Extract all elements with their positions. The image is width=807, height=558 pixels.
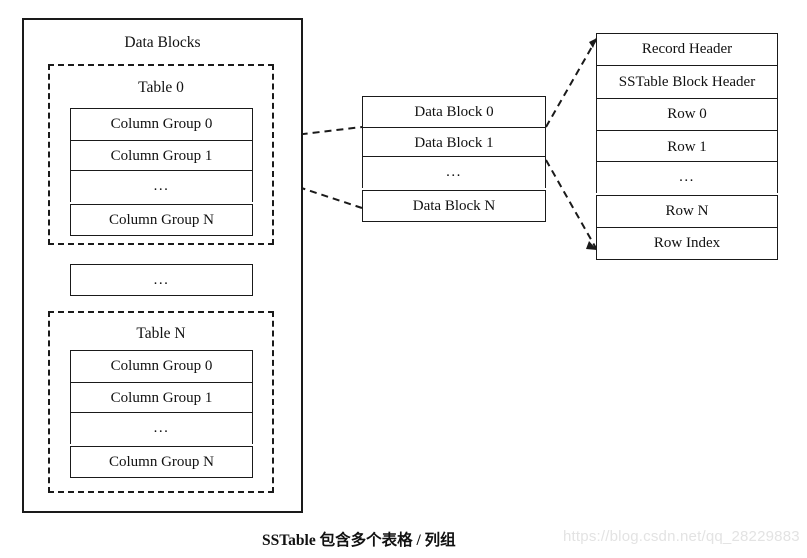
connector-datablock0-to-record-header xyxy=(545,37,598,128)
data-block-list: Data Block 0 Data Block 1 ... Data Block… xyxy=(362,96,546,222)
row-entry[interactable]: Row 0 xyxy=(596,98,778,130)
record-header-row[interactable]: Record Header xyxy=(596,33,778,65)
column-group-row[interactable]: Column Group N xyxy=(70,204,253,236)
column-group-row[interactable]: Column Group 1 xyxy=(70,140,253,172)
column-group-row[interactable]: Column Group 1 xyxy=(70,382,253,414)
table-n-title: Table N xyxy=(136,325,186,342)
table-n-group xyxy=(48,311,274,493)
data-block-row[interactable]: Data Block 0 xyxy=(362,96,546,127)
data-block-row[interactable]: Data Block 1 xyxy=(362,127,546,158)
table-0-column-groups: Column Group 0 Column Group 1 ... Column… xyxy=(70,108,253,236)
column-group-row[interactable]: Column Group 0 xyxy=(70,350,253,382)
data-block-row-ellipsis: ... xyxy=(362,156,546,188)
row-entry[interactable]: Row 1 xyxy=(596,130,778,163)
connector-datablock-to-row-index xyxy=(545,159,598,251)
column-group-row[interactable]: Column Group N xyxy=(70,446,253,478)
row-index-row[interactable]: Row Index xyxy=(596,227,778,260)
watermark-text: https://blog.csdn.net/qq_28229883 xyxy=(563,528,800,545)
row-entry[interactable]: Row N xyxy=(596,195,778,227)
row-entry-ellipsis: ... xyxy=(596,161,778,193)
tables-ellipsis-box: ... xyxy=(70,264,253,296)
sstable-block-header-row[interactable]: SSTable Block Header xyxy=(596,65,778,98)
column-group-row-ellipsis: ... xyxy=(70,412,253,444)
column-group-row-ellipsis: ... xyxy=(70,170,253,202)
data-blocks-title: Data Blocks xyxy=(124,34,201,51)
sstable-block-layout: Record Header SSTable Block Header Row 0… xyxy=(596,33,778,260)
table-0-title: Table 0 xyxy=(138,79,184,96)
data-block-row[interactable]: Data Block N xyxy=(362,190,546,222)
figure-caption: SSTable 包含多个表格 / 列组 xyxy=(262,532,456,549)
table-n-column-groups: Column Group 0 Column Group 1 ... Column… xyxy=(70,350,253,478)
table-0-group xyxy=(48,64,274,245)
column-group-row[interactable]: Column Group 0 xyxy=(70,108,253,140)
